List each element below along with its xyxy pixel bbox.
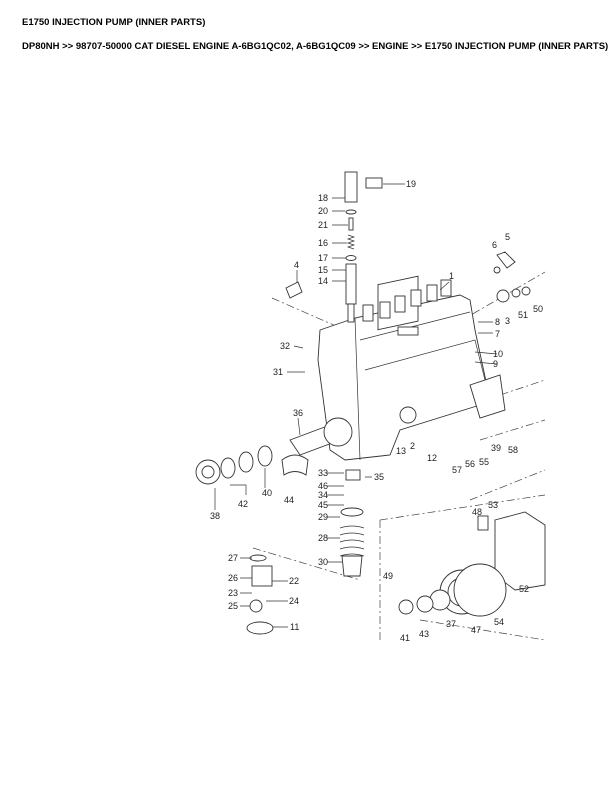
bearing-seal [399, 406, 417, 424]
callout-55: 55 [479, 457, 489, 467]
callouts: 1 2 3 4 5 6 7 8 9 10 11 12 13 14 15 16 1… [210, 179, 543, 643]
callout-9: 9 [493, 359, 498, 369]
callout-1: 1 [449, 271, 454, 281]
callout-29: 29 [318, 512, 328, 522]
callout-31: 31 [273, 367, 283, 377]
callout-16: 16 [318, 238, 328, 248]
callout-35: 35 [374, 472, 384, 482]
pump-body [317, 275, 506, 461]
governor-housing [398, 511, 546, 617]
callout-12: 12 [427, 453, 437, 463]
callout-45: 45 [318, 500, 328, 510]
callout-41: 41 [400, 633, 410, 643]
callout-57: 57 [452, 465, 462, 475]
callout-5: 5 [505, 232, 510, 242]
callout-13: 13 [396, 446, 406, 456]
callout-58: 58 [508, 445, 518, 455]
callout-10: 10 [493, 349, 503, 359]
camshaft-group [195, 417, 365, 635]
page-title: E1750 INJECTION PUMP (INNER PARTS) [22, 17, 206, 28]
callout-49: 49 [383, 571, 393, 581]
callout-27: 27 [228, 553, 238, 563]
callout-50: 50 [533, 304, 543, 314]
callout-56: 56 [465, 459, 475, 469]
callout-23: 23 [228, 588, 238, 598]
breadcrumb: DP80NH >> 98707-50000 CAT DIESEL ENGINE … [22, 41, 609, 52]
callout-33: 33 [318, 468, 328, 478]
callout-53: 53 [488, 500, 498, 510]
callout-14: 14 [318, 276, 328, 286]
callout-42: 42 [238, 499, 248, 509]
plunger-stack [285, 171, 531, 323]
callout-32: 32 [280, 341, 290, 351]
assembly-lines [252, 271, 546, 641]
callout-7: 7 [495, 329, 500, 339]
callout-26: 26 [228, 573, 238, 583]
callout-21: 21 [318, 220, 328, 230]
callout-52: 52 [519, 584, 529, 594]
callout-40: 40 [262, 488, 272, 498]
callout-47: 47 [471, 625, 481, 635]
callout-11: 11 [290, 622, 299, 632]
callout-19: 19 [406, 179, 416, 189]
callout-22: 22 [289, 576, 299, 586]
callout-38: 38 [210, 511, 220, 521]
callout-6: 6 [492, 240, 497, 250]
callout-43: 43 [419, 629, 429, 639]
callout-8: 8 [495, 317, 500, 327]
callout-54: 54 [494, 617, 504, 627]
callout-44: 44 [284, 495, 294, 505]
callout-46: 46 [318, 481, 328, 491]
callout-2: 2 [410, 441, 415, 451]
callout-18: 18 [318, 193, 328, 203]
callout-34: 34 [318, 490, 328, 500]
callout-51: 51 [518, 310, 528, 320]
callout-48: 48 [472, 507, 482, 517]
delivery-valves [362, 279, 452, 322]
callout-20: 20 [318, 206, 328, 216]
callout-3: 3 [505, 316, 510, 326]
callout-15: 15 [318, 265, 328, 275]
callout-25: 25 [228, 601, 238, 611]
callout-17: 17 [318, 253, 328, 263]
callout-37: 37 [446, 619, 456, 629]
nameplate [397, 326, 419, 336]
callout-28: 28 [318, 533, 328, 543]
callout-36: 36 [293, 408, 303, 418]
callout-4: 4 [294, 260, 299, 270]
callout-30: 30 [318, 557, 328, 567]
callout-24: 24 [289, 596, 299, 606]
callout-39: 39 [491, 443, 501, 453]
